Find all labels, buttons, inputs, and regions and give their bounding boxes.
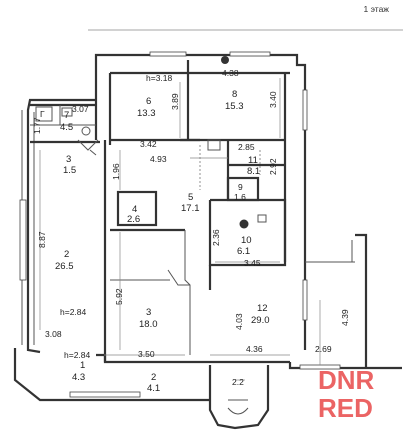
room-number: 6	[146, 96, 151, 107]
meter-marker	[221, 56, 229, 64]
room-number: 12	[257, 303, 268, 314]
dimension-label: 2.2	[232, 377, 244, 387]
room-number: 10	[241, 235, 252, 246]
dimension-label: h=2.84	[60, 307, 87, 317]
dimension-label: 2.36	[211, 229, 221, 246]
room-area: 2.6	[127, 214, 140, 225]
room-number: 7	[64, 110, 69, 121]
room-number: 3	[146, 307, 151, 318]
dimension-label: 2.92	[268, 158, 278, 175]
dimension-label: 1.77	[32, 117, 42, 134]
room-number: 3	[66, 154, 71, 165]
room-number: 4	[132, 204, 137, 215]
shaft-marker	[239, 219, 249, 229]
room-area: 8.1	[247, 166, 260, 177]
room-number: 8	[232, 89, 237, 100]
floor-label: 1 этаж	[363, 4, 389, 14]
dimension-label: 1.96	[111, 163, 121, 180]
dimension-label: 8.87	[37, 231, 47, 248]
room-number: 2	[64, 249, 69, 260]
room-number: 2	[151, 372, 156, 383]
room-area: 18.0	[139, 319, 158, 330]
room-area: 1.5	[63, 165, 76, 176]
room-area: 4.3	[72, 372, 85, 383]
brand-line-1: DNR	[318, 365, 375, 395]
room-area: 17.1	[181, 203, 200, 214]
dimension-label: h=2.84	[64, 350, 91, 360]
dimension-label: h=3.18	[146, 73, 173, 83]
room-area: 4.1	[147, 383, 160, 394]
dimension-label: 4.93	[150, 154, 167, 164]
brand-line-2: RED	[318, 393, 373, 423]
dimension-label: 3.50	[138, 349, 155, 359]
dimension-label: 4.39	[340, 309, 350, 326]
toilet-marker: Г	[40, 109, 45, 119]
dimension-label: 3.07	[72, 104, 89, 114]
dimension-label: 5.92	[114, 288, 124, 305]
room-area: 26.5	[55, 261, 74, 272]
room-number: 1	[80, 360, 85, 371]
dimension-label: 3.08	[45, 329, 62, 339]
dimension-label: 2.69	[315, 344, 332, 354]
room-number: 9	[238, 182, 243, 192]
room-number: 11	[248, 155, 258, 166]
room-area: 13.3	[137, 108, 156, 119]
room-number: 5	[188, 192, 193, 203]
dimension-label: 3.89	[170, 93, 180, 110]
room-area: 29.0	[251, 315, 270, 326]
dimension-label: 2.85	[238, 142, 255, 152]
dimension-label: 3.42	[140, 139, 157, 149]
room-area: 15.3	[225, 101, 244, 112]
dimension-label: 3.40	[268, 91, 278, 108]
brand-watermark: DNR RED	[318, 366, 390, 426]
dimension-label: 4.03	[234, 313, 244, 330]
dimension-label: 4.36	[246, 344, 263, 354]
dimension-label: 3.45	[244, 258, 261, 268]
room-area: 4.5	[60, 122, 73, 133]
room-area: 6.1	[237, 246, 250, 257]
room-area: 1.6	[234, 192, 246, 202]
dimension-label: 4.38	[222, 68, 239, 78]
